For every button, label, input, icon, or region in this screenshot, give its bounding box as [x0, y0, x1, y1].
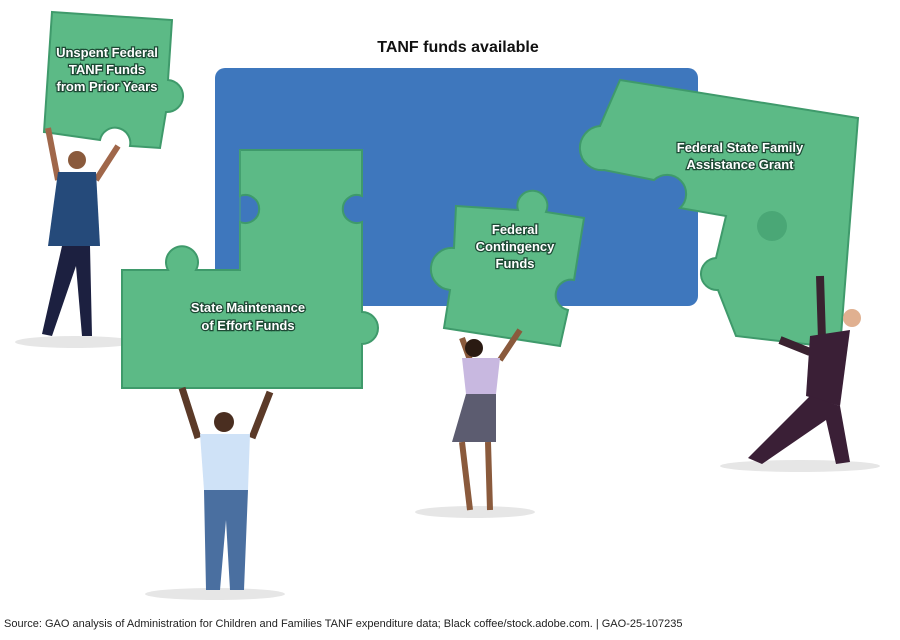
source-note: Source: GAO analysis of Administration f…	[4, 618, 683, 630]
person-woman-center	[452, 328, 523, 511]
person-man-center-left	[178, 386, 274, 590]
shadow	[145, 588, 285, 600]
shadow	[415, 506, 535, 518]
shadow	[720, 460, 880, 472]
shadow	[15, 336, 135, 348]
person-woman-left	[42, 127, 121, 336]
diagram-title: TANF funds available	[377, 39, 539, 56]
person-man-right	[748, 275, 861, 464]
